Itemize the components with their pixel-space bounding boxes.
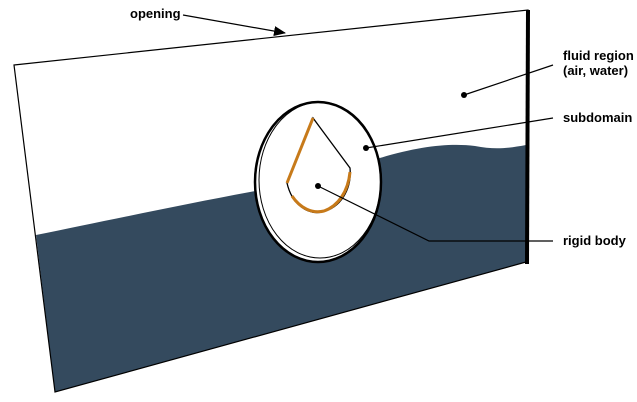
water-region [36, 144, 526, 392]
rigid-body-edge-bottom [290, 171, 352, 214]
subdomain-leader-dot [363, 145, 369, 151]
subdomain-circle-inner-rim [258, 101, 382, 259]
rigid-body-edge-left [285, 117, 315, 184]
fluid-region-leader [463, 64, 554, 96]
label-fluid-region: fluid region [563, 48, 634, 63]
subdomain-leader [365, 117, 554, 149]
label-rigid-body: rigid body [563, 233, 627, 248]
air-region [14, 10, 528, 235]
opening-arrow [182, 14, 286, 37]
rigid-body-leader-dot [315, 183, 321, 189]
rigid-body-leader [317, 185, 553, 242]
label-fluid-region-subtext: (air, water) [563, 63, 628, 78]
fluid-region-leader-dot [461, 92, 467, 98]
plate-right-edge [525, 9, 530, 265]
label-opening: opening [130, 6, 181, 21]
label-subdomain: subdomain [563, 110, 632, 125]
